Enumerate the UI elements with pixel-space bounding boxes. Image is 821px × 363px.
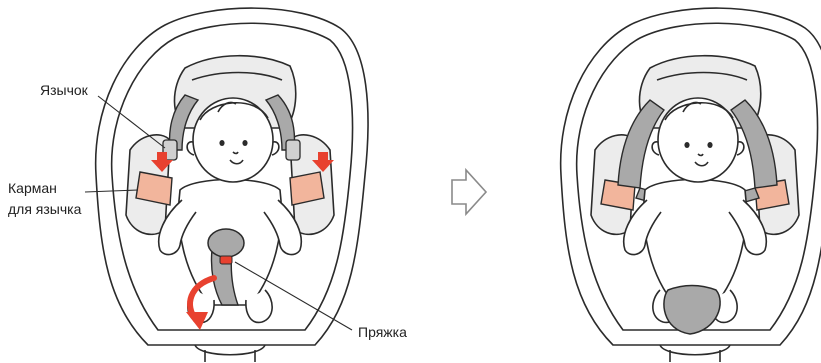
buckle-release-button <box>220 256 232 264</box>
label-tongue: Язычок <box>40 82 88 99</box>
label-buckle: Пряжка <box>358 324 407 341</box>
right-outline-arrow-icon <box>452 170 486 214</box>
buckle-left <box>208 229 244 257</box>
label-pocket-line2: для язычка <box>8 201 81 218</box>
tongue-plate-right <box>286 140 300 160</box>
label-pocket-line1: Карман <box>8 180 57 197</box>
